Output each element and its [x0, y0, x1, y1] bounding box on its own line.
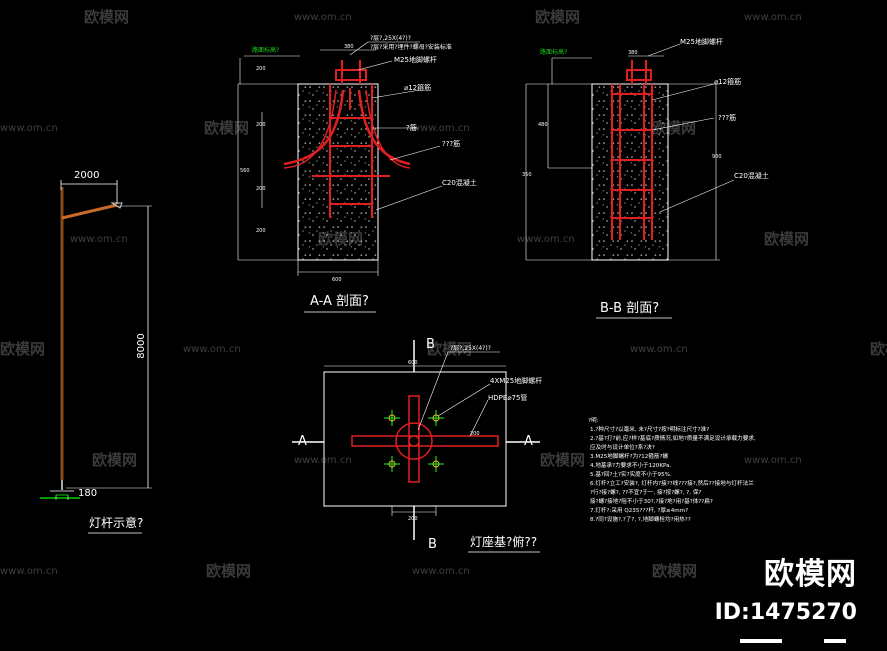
bb-dim: 480	[538, 122, 548, 128]
pole-height-dimension: 8000	[136, 333, 147, 358]
aa-road-elevation-label: 路面标高?	[252, 46, 279, 54]
aa-dim: 380	[344, 44, 354, 50]
plan-label-3: HDPE⌀75管	[488, 393, 527, 402]
pole-base-dimension: 180	[78, 488, 97, 499]
bb-label-2: ⌀12箍筋	[714, 77, 741, 86]
aa-label-6: ???筋	[442, 139, 460, 148]
notes-line: 1.?种尺寸?以毫米, 未?尺寸?按?明标注尺寸?准?	[590, 425, 709, 433]
notes-line: 2.?基?打?前,应?样?基底?质情况,如地?质量不满足设计承载力要求,	[590, 434, 756, 442]
watermark-site: www.om.cn	[294, 455, 352, 466]
notes-line: 接?螺?接地?阻不小于30?,?接?地?用?基?体??扁?	[590, 497, 713, 505]
bb-dim: 380	[628, 50, 638, 56]
plan-dim: 600	[408, 360, 418, 366]
watermark-layer: 欧模网 欧模网 欧模网 欧模网 欧模网 欧模网 欧模网 欧模网 欧模网 欧模网 …	[0, 8, 887, 580]
watermark-logo: 欧模网	[206, 562, 251, 580]
watermark-layer: www.om.cn www.om.cn www.om.cn www.om.cn …	[0, 12, 802, 577]
bb-road-elevation-label: 路面标高?	[540, 48, 567, 56]
watermark-site: www.om.cn	[744, 12, 802, 23]
aa-dim: 200	[256, 122, 266, 128]
plan-dim: 200	[408, 516, 418, 522]
notes-line: 6.灯杆?立工?安装?, 灯杆内?接??线???接?,然后??接地与灯杆法兰	[590, 479, 754, 487]
divider	[740, 639, 782, 643]
aa-label-7: C20混凝土	[442, 178, 477, 187]
aa-dim: 600	[332, 277, 342, 283]
watermark-logo: 欧模网	[0, 340, 45, 358]
watermark-logo: 欧模网	[652, 562, 697, 580]
notes-line: 5.基?回?土?实?实度不小于95%.	[590, 470, 672, 478]
notes-line: 4.地基承?力要求不小于120KPa.	[590, 461, 672, 469]
notes-line: 7.灯杆?:采用 Q235???杆, ?厚≥4mm?	[590, 506, 688, 514]
aa-label-4: ⌀12箍筋	[404, 83, 431, 92]
plan-cut-b-top: B	[426, 337, 435, 352]
watermark-logo: 欧模网	[870, 340, 887, 358]
plan-cut-a-right: A	[524, 434, 533, 449]
plan-cut-b-bottom: B	[428, 537, 437, 552]
notes-line: 应及时与设计单位?系?决?	[590, 443, 655, 451]
notes-line: 3.M25地脚螺杆?为?12箍筋?螺	[590, 452, 668, 460]
bb-dim: 900	[712, 154, 722, 160]
watermark-site: www.om.cn	[744, 455, 802, 466]
aa-dim: 200	[256, 228, 266, 234]
pole-schematic: 2000 8000 180 灯杆示意?	[40, 170, 152, 534]
aa-dim: 560	[240, 168, 250, 174]
pole-arm-dimension: 2000	[74, 170, 99, 181]
watermark-logo: 欧模网	[540, 451, 585, 469]
plan-cut-a-left: A	[298, 434, 307, 449]
brand-id: ID:1475270	[714, 600, 857, 625]
bb-title: B-B 剖面?	[600, 301, 659, 316]
section-bb: 路面标高? M25地脚螺杆 ⌀12箍筋 ???筋 C20混凝土 380 480 …	[522, 37, 769, 319]
watermark-logo: 欧模网	[204, 119, 249, 137]
notes-line: ?行?接?螺?, ??不宜?于一, 接?按?螺?, ?, 保?	[590, 488, 701, 496]
watermark-logo: 欧模网	[84, 8, 129, 26]
watermark-site: www.om.cn	[294, 12, 352, 23]
watermark-site: www.om.cn	[0, 123, 58, 134]
notes-heading: ?明:	[588, 417, 599, 424]
plan-title: 灯座基?俯??	[470, 534, 537, 549]
watermark-site: www.om.cn	[70, 234, 128, 245]
brand-logo: 欧模网	[764, 557, 857, 592]
aa-label-1: ?层?,25X(4?)?	[370, 35, 411, 42]
plan-view: B B A A 600 200 200 ?层?,25X(4?	[292, 337, 542, 553]
section-aa: 路面标高? ?层?,25X(4?)? ?层?采用?埋件?螺母?安装标准 M25地…	[237, 35, 477, 313]
watermark-logo: 欧模网	[764, 230, 809, 248]
plan-dim: 200	[470, 431, 480, 437]
aa-title: A-A 剖面?	[310, 294, 369, 309]
watermark-site: www.om.cn	[183, 344, 241, 355]
aa-dim: 200	[256, 186, 266, 192]
aa-label-5: ?筋	[406, 123, 417, 132]
plan-label-2: 4XM25地脚螺杆	[490, 376, 542, 385]
watermark-site: www.om.cn	[517, 234, 575, 245]
divider	[824, 639, 846, 643]
bb-label-1: M25地脚螺杆	[680, 37, 723, 46]
aa-dim: 200	[256, 66, 266, 72]
watermark-site: www.om.cn	[412, 566, 470, 577]
plan-label-1: ?层?,25X(4?)?	[450, 345, 491, 352]
aa-label-2: ?层?采用?埋件?螺母?安装标准	[370, 43, 452, 51]
notes-line: 8.?同?设施?,?了?, ?,地脚螺栓均?用热??	[590, 515, 691, 523]
pole-title: 灯杆示意?	[89, 515, 143, 530]
design-notes: ?明: 1.?种尺寸?以毫米, 未?尺寸?按?明标注尺寸?准? 2.?基?打?前…	[588, 417, 756, 523]
watermark-site: www.om.cn	[412, 123, 470, 134]
watermark-logo: 欧模网	[427, 340, 472, 358]
aa-label-3: M25地脚螺杆	[394, 55, 437, 64]
watermark-logo: 欧模网	[92, 451, 137, 469]
bb-label-3: ???筋	[718, 113, 736, 122]
bb-label-4: C20混凝土	[734, 171, 769, 180]
bb-dim: 350	[522, 172, 532, 178]
watermark-site: www.om.cn	[0, 566, 58, 577]
watermark-logo: 欧模网	[535, 8, 580, 26]
watermark-site: www.om.cn	[630, 344, 688, 355]
